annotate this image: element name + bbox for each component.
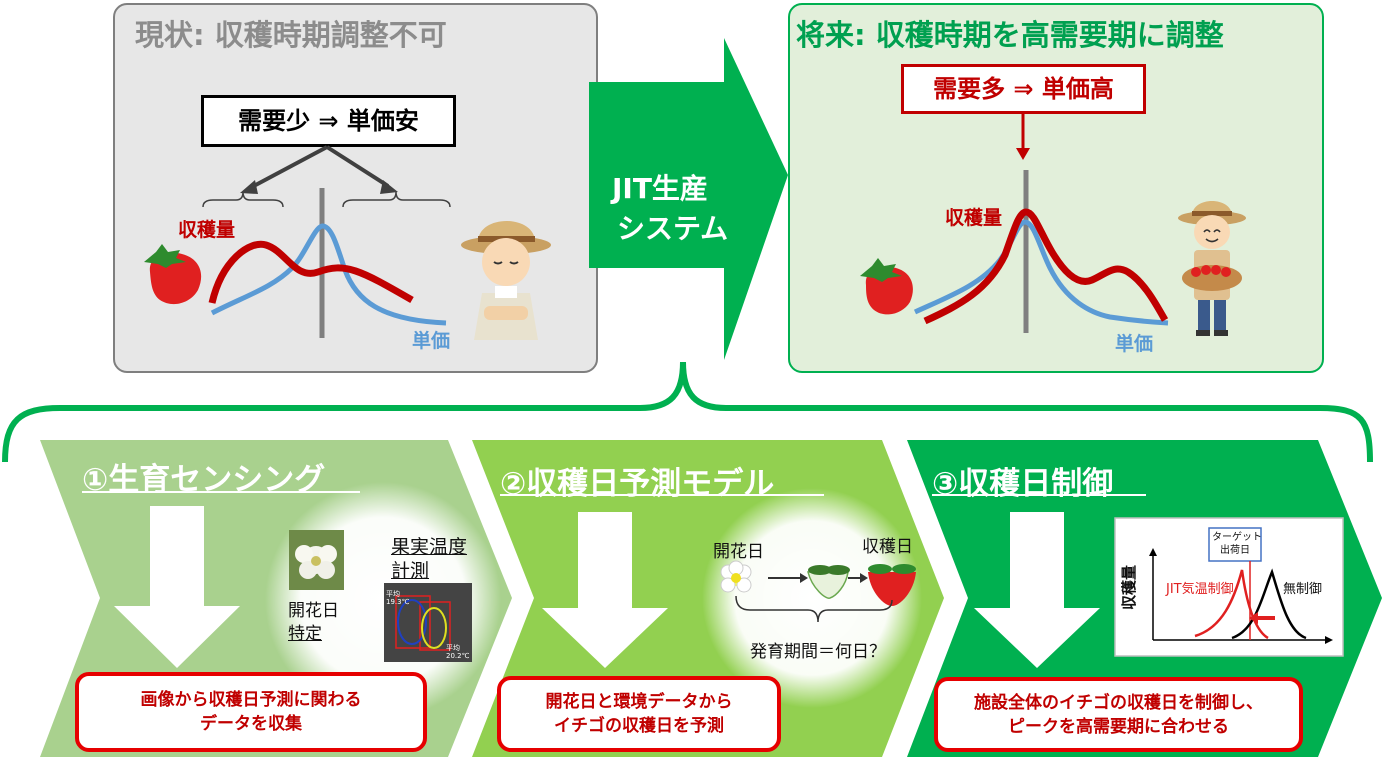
- young-fruit-icon: [807, 571, 849, 599]
- step3-result-line2: ピークを高需要期に合わせる: [1008, 716, 1229, 737]
- thermal-top-reading: 平均 19.3℃: [386, 590, 410, 606]
- future-state-title: 将来: 収穫時期を高需要期に調整: [796, 18, 1224, 52]
- step2-flower-label: 開花日: [713, 542, 764, 562]
- step1-identify-label: 特定: [288, 624, 322, 644]
- no-control-curve: [1231, 568, 1307, 640]
- worried-farmer-illustration: [461, 221, 551, 340]
- period-bracket: [735, 595, 893, 623]
- step2-diagram: [720, 560, 916, 623]
- ripe-strawberry-icon: [868, 572, 916, 606]
- happy-farmer-illustration: [1178, 201, 1246, 336]
- target-date-box: [1208, 527, 1262, 562]
- step2-result-line1: 開花日と環境データから: [545, 692, 733, 712]
- arrow-left-down: [249, 145, 328, 190]
- jit-arrow-line1: JIT生産: [612, 172, 708, 205]
- step3-title: ③収穫日制御: [932, 466, 1114, 502]
- thermal-bottom-reading: 平均 20.2℃: [446, 644, 470, 660]
- bracket-left: [202, 191, 284, 208]
- future-price-curve: [913, 219, 1169, 326]
- current-price-curve: [210, 223, 447, 326]
- chart-y-label: 収穫量: [1120, 564, 1138, 610]
- step3-chart: [1114, 517, 1344, 657]
- step2-glow: [702, 488, 922, 708]
- chart-jit-label: JIT気温制御: [1166, 582, 1234, 597]
- step2-result-box: 開花日と環境データから イチゴの収穫日を予測: [497, 676, 781, 752]
- strawberry-icon-left: [144, 244, 202, 305]
- chart-nocontrol-label: 無制御: [1283, 582, 1323, 597]
- flower-photo: [289, 530, 344, 590]
- step3-down-arrow: [974, 512, 1100, 668]
- future-harvest-curve: [923, 208, 1169, 325]
- arrow-right-down: [325, 145, 390, 188]
- current-harvest-label: 収穫量: [178, 219, 236, 241]
- strawberry-icon-right: [860, 258, 913, 315]
- bracket-right: [342, 191, 451, 208]
- high-demand-box: 需要多 ⇒ 単価高: [901, 64, 1146, 114]
- current-price-label: 単価: [412, 330, 451, 352]
- thermal-image: [384, 583, 472, 662]
- future-price-label: 単価: [1115, 333, 1154, 355]
- step3-result-line1: 施設全体のイチゴの収穫日を制御し、: [974, 692, 1263, 713]
- jit-control-curve: [1194, 569, 1269, 640]
- step1-result-box: 画像から収穫日予測に関わる データを収集: [75, 672, 427, 752]
- step1-result-line1: 画像から収穫日予測に関わる: [140, 690, 362, 710]
- arrowhead-right: [380, 180, 398, 194]
- step1-result-line2: データを収集: [200, 714, 302, 734]
- step2-harvest-label: 収穫日: [862, 537, 913, 557]
- jit-arrow-line2: システム: [617, 212, 729, 245]
- future-harvest-label: 収穫量: [945, 207, 1003, 229]
- future-arrowhead: [1016, 148, 1030, 160]
- step2-result-line2: イチゴの収穫日を予測: [554, 716, 724, 736]
- low-demand-box: 需要少 ⇒ 単価安: [201, 95, 456, 147]
- step1-flower-day-label: 開花日: [288, 601, 339, 621]
- chart-target-label: ターゲット 出荷日: [1212, 532, 1262, 556]
- step1-title: ①生育センシング: [82, 462, 326, 498]
- step2-period-label: 発育期間＝何日？: [750, 642, 886, 662]
- step1-down-arrow: [114, 506, 240, 668]
- step2-title: ②収穫日予測モデル: [500, 466, 775, 502]
- step1-fruit-temp-label: 果実温度: [391, 536, 468, 558]
- step3-result-box: 施設全体のイチゴの収穫日を制御し、 ピークを高需要期に合わせる: [934, 677, 1303, 752]
- step1-measure-label: 計測: [391, 560, 430, 582]
- current-state-title: 現状: 収穫時期調整不可: [135, 18, 447, 52]
- current-harvest-curve: [208, 240, 414, 304]
- arrowhead-left: [240, 180, 258, 194]
- step2-down-arrow: [542, 512, 668, 668]
- system-bracket: [2, 361, 1373, 463]
